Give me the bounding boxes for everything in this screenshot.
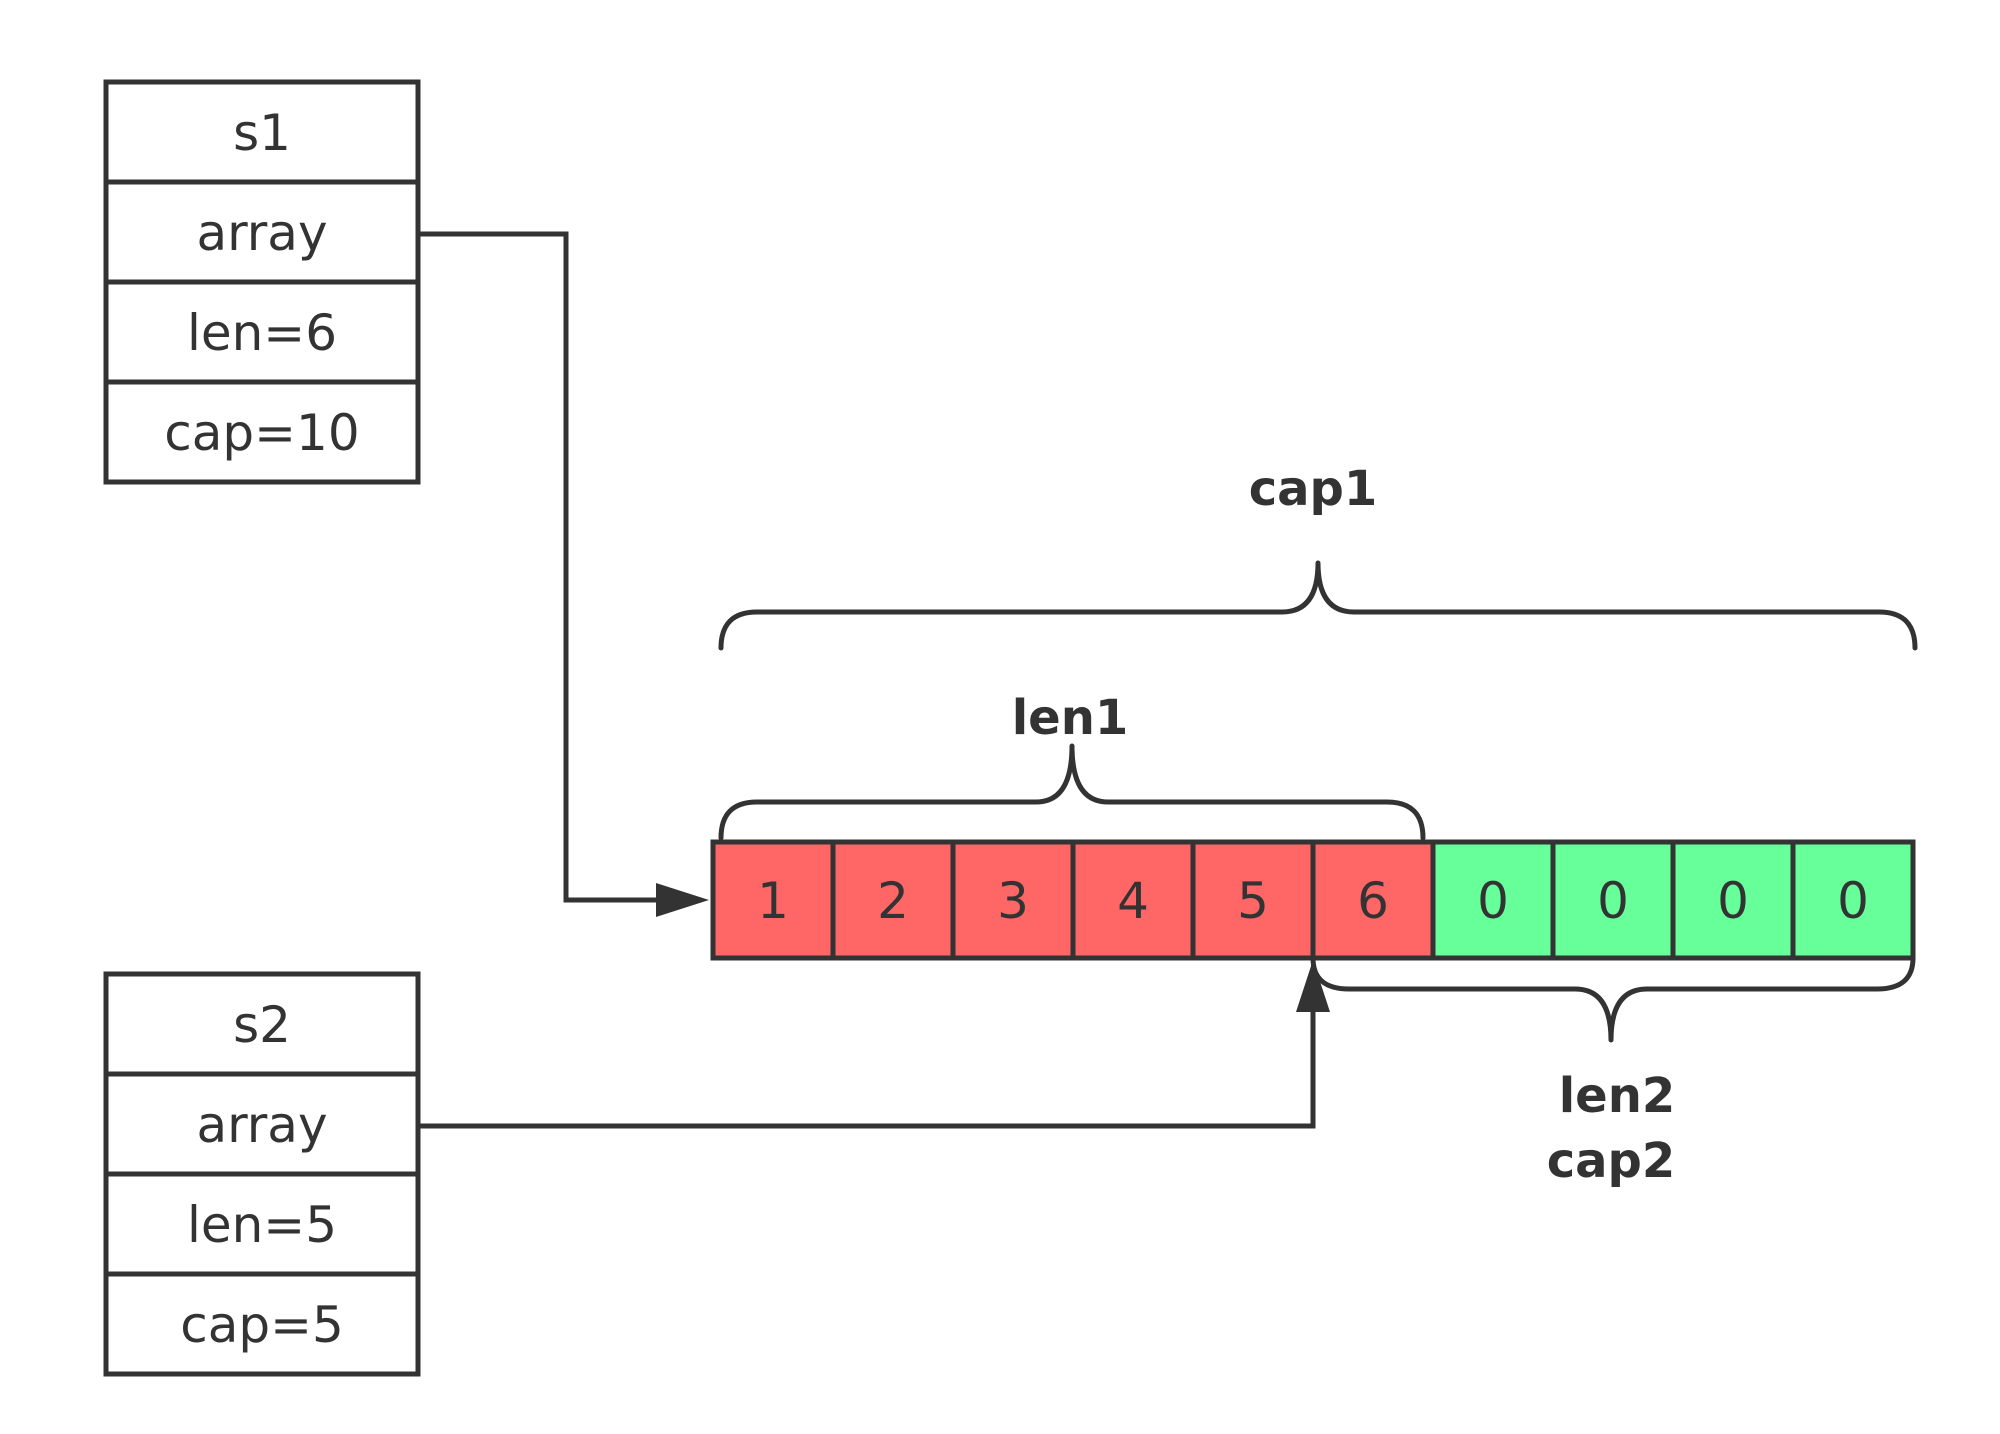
struct-s1-name: s1 [233, 104, 291, 162]
len1-brace [718, 743, 1426, 841]
len2-brace-group: len2 cap2 [1310, 955, 1916, 1189]
array-cell-2-value: 3 [997, 872, 1029, 930]
struct-s2-name: s2 [233, 996, 291, 1054]
struct-s1-array-field: array [196, 204, 327, 262]
struct-s1-len-field: len=6 [187, 304, 337, 362]
array-cell-0 [710, 839, 836, 961]
s1-array-pointer [418, 231, 709, 917]
struct-s1-array-box [103, 179, 421, 285]
cap1-brace-group: cap1 [718, 461, 1918, 651]
array-cell-7 [1550, 839, 1676, 961]
array-cell-1-value: 2 [877, 872, 909, 930]
array-cell-1 [830, 839, 956, 961]
array-cell-4-value: 5 [1237, 872, 1269, 930]
array-cell-3 [1070, 839, 1196, 961]
s2-pointer-arrowhead [1296, 960, 1330, 1012]
cap2-label: cap2 [1547, 1133, 1676, 1189]
struct-s1-name-box [103, 79, 421, 185]
struct-s2-array-box [103, 1071, 421, 1177]
array-cell-9-value: 0 [1837, 872, 1869, 930]
len2-brace [1310, 955, 1916, 1043]
array-cell-6-value: 0 [1477, 872, 1509, 930]
s1-pointer-arrowhead [656, 883, 709, 917]
array-cell-8-value: 0 [1717, 872, 1749, 930]
len1-brace-group: len1 [718, 690, 1426, 841]
struct-s2-len-field: len=5 [187, 1196, 337, 1254]
backing-array: 1 2 3 4 5 6 0 0 0 0 [710, 839, 1916, 961]
array-cell-3-value: 4 [1117, 872, 1149, 930]
array-cell-5 [1310, 839, 1436, 961]
array-cell-8 [1670, 839, 1796, 961]
cap1-brace [718, 560, 1918, 651]
s2-pointer-line [418, 1005, 1316, 1129]
array-cell-4 [1190, 839, 1316, 961]
struct-s1-cap-field: cap=10 [164, 404, 359, 462]
struct-s2-cap-field: cap=5 [180, 1296, 344, 1354]
array-cell-9 [1790, 839, 1916, 961]
struct-s1-cap-box [103, 379, 421, 485]
len1-label: len1 [1012, 690, 1129, 746]
s1-pointer-line [418, 231, 668, 903]
struct-s2: s2 array len=5 cap=5 [103, 971, 421, 1377]
array-cell-0-value: 1 [757, 872, 789, 930]
struct-s2-cap-box [103, 1271, 421, 1377]
s2-array-pointer [418, 960, 1330, 1129]
struct-s2-array-field: array [196, 1096, 327, 1154]
struct-s1: s1 array len=6 cap=10 [103, 79, 421, 485]
cap1-label: cap1 [1249, 461, 1378, 517]
array-cell-7-value: 0 [1597, 872, 1629, 930]
array-cell-5-value: 6 [1357, 872, 1389, 930]
len2-label: len2 [1559, 1068, 1676, 1124]
